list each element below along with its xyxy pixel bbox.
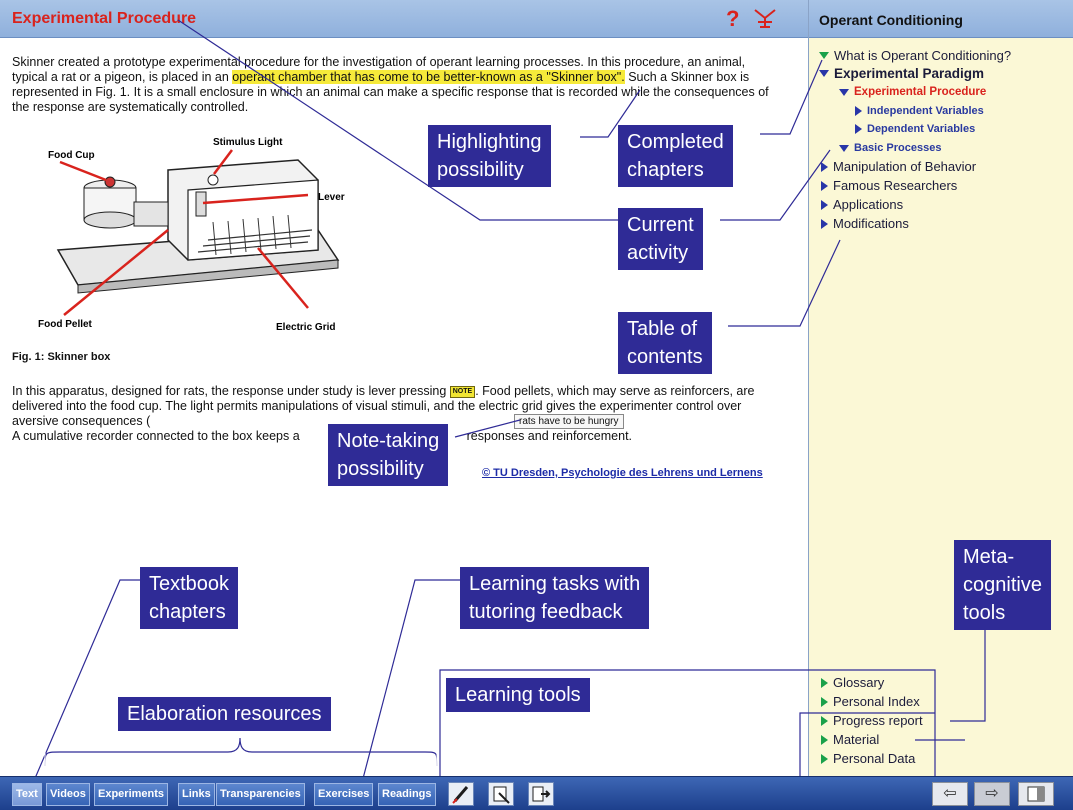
annotation-learning-tools: Learning tools <box>446 678 590 712</box>
tab-readings[interactable]: Readings <box>378 783 436 806</box>
arrow-icon <box>821 734 828 745</box>
paragraph-text: A cumulative recorder connected to the b… <box>12 429 300 443</box>
note-tool-button[interactable] <box>488 782 514 806</box>
highlighter-icon <box>452 786 469 804</box>
toc-label-current: Experimental Procedure <box>854 86 987 98</box>
toc-item-applications[interactable]: Applications <box>821 197 903 212</box>
label-electric-grid: Electric Grid <box>276 322 335 333</box>
annotation-table-of-contents: Table of contents <box>618 312 712 374</box>
tab-experiments[interactable]: Experiments <box>94 783 169 806</box>
tab-transparencies[interactable]: Transparencies <box>216 783 305 806</box>
toc-label: Dependent Variables <box>867 123 976 135</box>
help-icon[interactable]: ? <box>726 6 740 31</box>
toc-label: Modifications <box>833 216 909 231</box>
toc-label: Manipulation of Behavior <box>833 159 977 174</box>
label-food-cup: Food Cup <box>48 150 95 161</box>
bottom-toolbar: Text Videos Experiments Links Transparen… <box>0 776 1073 810</box>
paragraph-text: . Food pellets, which may serve as reinf… <box>12 384 755 428</box>
collapsed-icon <box>821 161 828 172</box>
tool-glossary[interactable]: Glossary <box>821 675 884 690</box>
collapsed-icon <box>855 124 862 134</box>
annotation-textbook-chapters: Textbook chapters <box>140 567 239 629</box>
figure-caption: Fig. 1: Skinner box <box>12 351 111 363</box>
expanded-icon <box>839 144 849 152</box>
tool-personal-index[interactable]: Personal Index <box>821 694 920 709</box>
annotation-elaboration-resources: Elaboration resources <box>118 697 331 731</box>
toc-item-famous-researchers[interactable]: Famous Researchers <box>821 178 957 193</box>
back-button[interactable]: ⇦ <box>932 782 968 806</box>
sidebar-title: Operant Conditioning <box>819 12 963 28</box>
arrow-icon <box>821 715 828 726</box>
content-header: Experimental Procedure ? <box>0 0 808 38</box>
toc-item-manipulation-of-behavior[interactable]: Manipulation of Behavior <box>821 159 976 174</box>
tab-videos[interactable]: Videos <box>46 783 90 806</box>
note-tool-icon <box>493 786 510 804</box>
toc-item-basic-processes[interactable]: Basic Processes <box>839 142 941 154</box>
tool-label: Personal Data <box>833 751 916 766</box>
tool-label: Material <box>833 732 880 747</box>
label-food-pellet: Food Pellet <box>38 319 93 330</box>
collapsed-icon <box>821 218 828 229</box>
tool-label: Glossary <box>833 675 885 690</box>
arrow-icon <box>821 753 828 764</box>
toc-item-modifications[interactable]: Modifications <box>821 216 909 231</box>
arrow-icon <box>821 677 828 688</box>
tab-exercises[interactable]: Exercises <box>314 783 374 806</box>
tab-links[interactable]: Links <box>178 783 215 806</box>
note-icon[interactable]: NOTE <box>449 385 476 398</box>
forward-button[interactable]: ⇨ <box>974 782 1010 806</box>
export-tool-button[interactable] <box>528 782 554 806</box>
toc-label: Famous Researchers <box>833 178 958 193</box>
toc-item-independent-variables[interactable]: Independent Variables <box>855 105 984 117</box>
toc-label: Basic Processes <box>854 142 942 154</box>
tool-personal-data[interactable]: Personal Data <box>821 751 915 766</box>
table-of-contents-pane: Operant Conditioning What is Operant Con… <box>808 0 1073 776</box>
toc-label: Applications <box>833 197 904 212</box>
skinner-box-figure: Food Cup Stimulus Light Lever Food Pelle… <box>38 137 345 333</box>
activity-indicator-icon[interactable] <box>752 6 778 30</box>
toc-item-dependent-variables[interactable]: Dependent Variables <box>855 123 975 135</box>
expanded-icon <box>819 52 829 59</box>
tool-material[interactable]: Material <box>821 732 879 747</box>
paragraph-text: responses and reinforcement. <box>466 429 633 443</box>
highlighter-button[interactable] <box>448 782 474 806</box>
page-title: Experimental Procedure <box>12 10 197 27</box>
annotation-learning-tasks: Learning tasks with tutoring feedback <box>460 567 650 629</box>
tool-progress-report[interactable]: Progress report <box>821 713 923 728</box>
annotation-highlighting: Highlighting possibility <box>428 125 551 187</box>
annotation-completed-chapters: Completed chapters <box>618 125 733 187</box>
tool-label: Personal Index <box>833 694 920 709</box>
toc-label: Independent Variables <box>867 105 984 117</box>
expanded-icon <box>819 70 829 77</box>
annotation-note-taking: Note-taking possibility <box>328 424 449 486</box>
toc-item-experimental-procedure[interactable]: Experimental Procedure <box>839 86 986 98</box>
toggle-sidebar-button[interactable] <box>1018 782 1054 806</box>
highlighted-text[interactable]: operant chamber that has come to be bett… <box>232 70 625 84</box>
note-tooltip: rats have to be hungry <box>514 414 624 429</box>
copyright-link[interactable]: © TU Dresden, Psychologie des Lehrens un… <box>482 467 763 479</box>
text-paragraph-2: In this apparatus, designed for rats, th… <box>12 384 782 444</box>
arrow-icon <box>821 696 828 707</box>
text-paragraph-1: Skinner created a prototype experimental… <box>12 55 782 115</box>
sidebar-panel-icon <box>1027 786 1045 802</box>
expanded-icon <box>839 88 849 96</box>
toc-item-what-is-operant-conditioning[interactable]: What is Operant Conditioning? <box>819 48 1011 63</box>
paragraph-text: In this apparatus, designed for rats, th… <box>12 384 450 398</box>
export-icon <box>532 786 551 802</box>
toc-label: What is Operant Conditioning? <box>834 48 1012 63</box>
toc-label: Experimental Paradigm <box>834 66 985 81</box>
annotation-metacognitive-tools: Meta- cognitive tools <box>954 540 1051 630</box>
collapsed-icon <box>821 199 828 210</box>
tab-text[interactable]: Text <box>12 783 42 806</box>
collapsed-icon <box>855 106 862 116</box>
sidebar-header: Operant Conditioning <box>809 0 1073 38</box>
collapsed-icon <box>821 180 828 191</box>
tool-label: Progress report <box>833 713 923 728</box>
label-lever: Lever <box>318 192 345 203</box>
annotation-current-activity: Current activity <box>618 208 703 270</box>
label-stimulus-light: Stimulus Light <box>213 137 283 148</box>
toc-item-experimental-paradigm[interactable]: Experimental Paradigm <box>819 66 984 81</box>
